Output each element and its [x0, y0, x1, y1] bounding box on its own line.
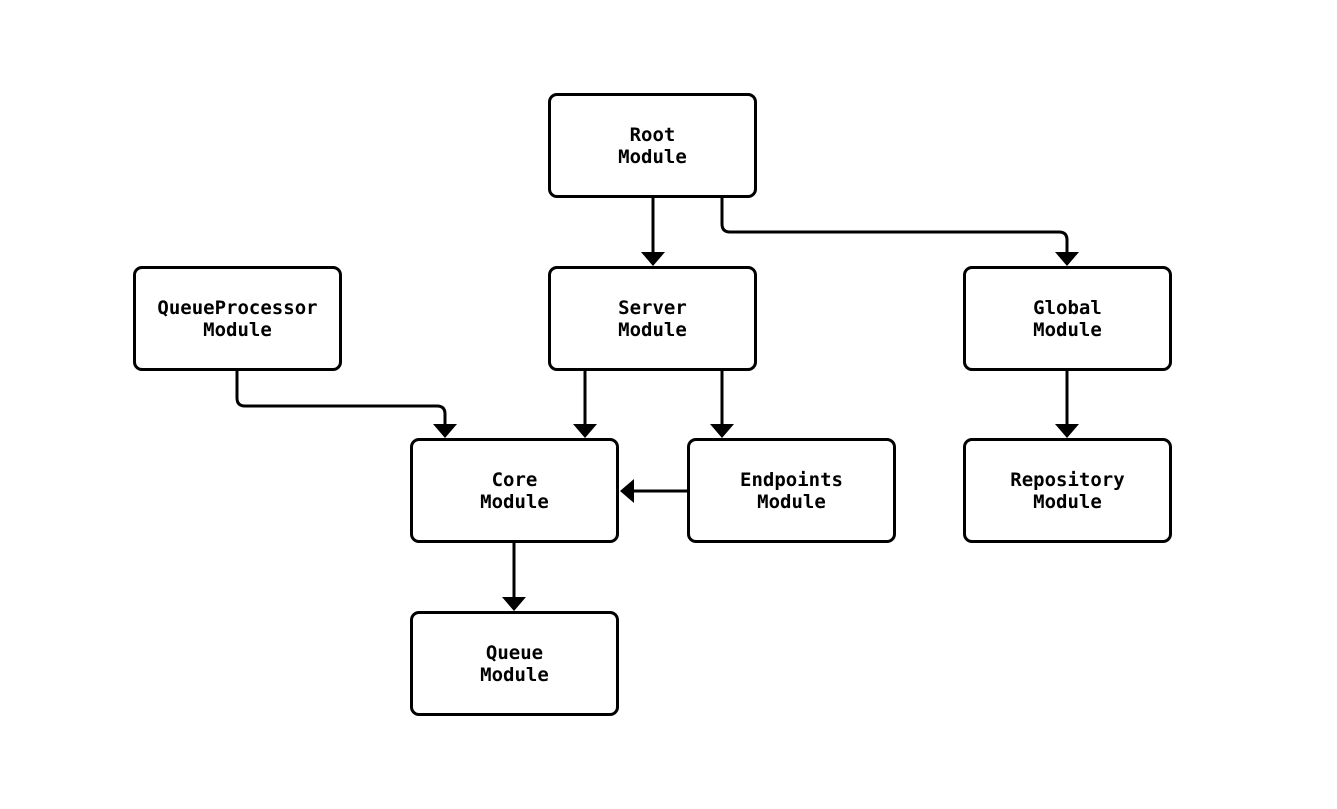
node-queueprocessor-module[interactable]: QueueProcessor Module [133, 266, 342, 371]
node-server-module[interactable]: Server Module [548, 266, 757, 371]
node-global-module[interactable]: Global Module [963, 266, 1172, 371]
node-global-module-label: Global Module [1033, 296, 1102, 341]
node-queueprocessor-module-label: QueueProcessor Module [157, 296, 318, 341]
node-repository-module[interactable]: Repository Module [963, 438, 1172, 543]
edge-global-repository [1055, 371, 1079, 438]
node-endpoints-module[interactable]: Endpoints Module [687, 438, 896, 543]
node-root-module-label: Root Module [618, 123, 687, 168]
node-server-module-label: Server Module [618, 296, 687, 341]
edge-root-server [641, 198, 665, 266]
edge-root-global [720, 198, 1079, 266]
edge-endpoints-core [620, 479, 687, 503]
node-core-module[interactable]: Core Module [410, 438, 619, 543]
node-endpoints-module-label: Endpoints Module [740, 468, 843, 513]
node-core-module-label: Core Module [480, 468, 549, 513]
node-root-module[interactable]: Root Module [548, 93, 757, 198]
node-repository-module-label: Repository Module [1010, 468, 1125, 513]
edge-core-queue [502, 543, 526, 611]
node-queue-module-label: Queue Module [480, 641, 549, 686]
node-queue-module[interactable]: Queue Module [410, 611, 619, 716]
edge-queueprocessor-core [235, 371, 457, 438]
edge-server-core [573, 371, 597, 438]
edge-server-endpoints [710, 371, 734, 438]
